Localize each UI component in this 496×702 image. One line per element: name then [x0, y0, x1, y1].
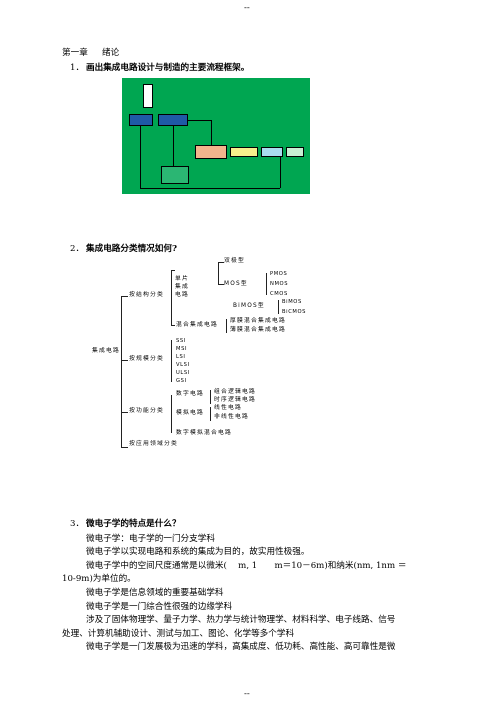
tree-by-application: 按应用领域分类	[129, 441, 178, 447]
page-marker-top: --	[244, 3, 250, 13]
flow-diagram	[122, 78, 310, 194]
paragraph-line: 微电子学以实现电路和系统的集成为目的，故实用性极强。	[86, 547, 310, 557]
paragraph-line: 微电子学中的空间尺度通常是以微米( m, 1 m＝10－6m)和纳米(nm, 1…	[86, 561, 407, 571]
tree-mixed: 数字模拟混合电路	[176, 430, 232, 436]
tree-by-structure: 按结构分类	[129, 292, 164, 298]
flow-box-light-green	[286, 147, 304, 157]
tree-msi: MSI	[176, 346, 188, 352]
paragraph-line: 处理、计算机辅助设计、测试与加工、图论、化学等多个学科	[62, 629, 295, 639]
paragraph-line: 微电子学是一门综合性很强的边缘学科	[86, 602, 233, 612]
q3-number: 3．	[70, 519, 85, 529]
tree-digital: 数字电路	[176, 391, 204, 397]
tree-monolithic: 单片集成电路	[175, 276, 189, 298]
flow-box-blue-right	[158, 114, 188, 126]
tree-by-function: 按功能分类	[129, 408, 164, 414]
tree-pmos: PMOS	[270, 271, 288, 277]
tree-root: 集成电路	[92, 348, 120, 354]
q2-text: 集成电路分类情况如何?	[86, 244, 177, 254]
flow-box-cyan	[261, 147, 283, 157]
tree-vlsi: VLSI	[176, 362, 190, 368]
tree-by-scale: 按规模分类	[129, 356, 164, 362]
q2-number: 2．	[70, 244, 85, 254]
tree-hybrid: 混合集成电路	[176, 322, 218, 328]
tree-bipolar: 双极型	[224, 258, 245, 264]
paragraph-line: 微电子学是信息领域的重要基础学科	[86, 588, 224, 598]
paragraph-line: 10-9m)为单位的。	[62, 574, 136, 584]
paragraph-line: 微电子学是一门发展极为迅速的学科，高集成度、低功耗、高性能、高可靠性是微	[86, 642, 396, 652]
tree-bicmos: BiCMOS	[282, 309, 307, 315]
flow-box-green-bottom	[161, 166, 189, 184]
q1-number: 1．	[70, 63, 85, 73]
tree-nonlinear: 非线性电路	[214, 414, 249, 420]
tree-linear: 线性电路	[214, 405, 242, 411]
page-marker-bottom: --	[244, 689, 250, 699]
q1-text: 画出集成电路设计与制造的主要流程框架。	[86, 63, 250, 73]
tree-cmos: CMOS	[270, 291, 288, 297]
paragraph-line: 微电子学：电子学的一门分支学科	[86, 534, 215, 544]
tree-bimos: BiMOS型	[233, 303, 265, 309]
paragraph-line: 涉及了固体物理学、量子力学、热力学与统计物理学、材料科学、电子线路、信号	[86, 615, 396, 625]
tree-gsi: GSI	[176, 378, 187, 384]
tree-ulsi: ULSI	[176, 370, 190, 376]
tree-comb-logic: 组合逻辑电路	[214, 389, 256, 395]
tree-analog: 模拟电路	[176, 410, 204, 416]
tree-bimos2: BiMOS	[282, 299, 302, 305]
q3-text: 微电子学的特点是什么？	[86, 519, 181, 529]
flow-box-peach	[195, 145, 227, 159]
tree-thick-film: 厚膜混合集成电路	[230, 318, 286, 324]
flow-box-white	[143, 84, 153, 108]
tree-seq-logic: 时序逻辑电路	[214, 397, 256, 403]
tree-mos: MOS型	[224, 281, 248, 287]
flow-box-yellow	[230, 147, 258, 157]
chapter-number: 第一章	[62, 48, 88, 58]
chapter-title: 绪论	[102, 48, 120, 58]
tree-nmos: NMOS	[270, 281, 289, 287]
flow-box-blue-left	[129, 114, 153, 126]
tree-ssi: SSI	[176, 338, 186, 344]
tree-lsi: LSI	[176, 354, 186, 360]
tree-thin-film: 薄膜混合集成电路	[230, 327, 286, 333]
